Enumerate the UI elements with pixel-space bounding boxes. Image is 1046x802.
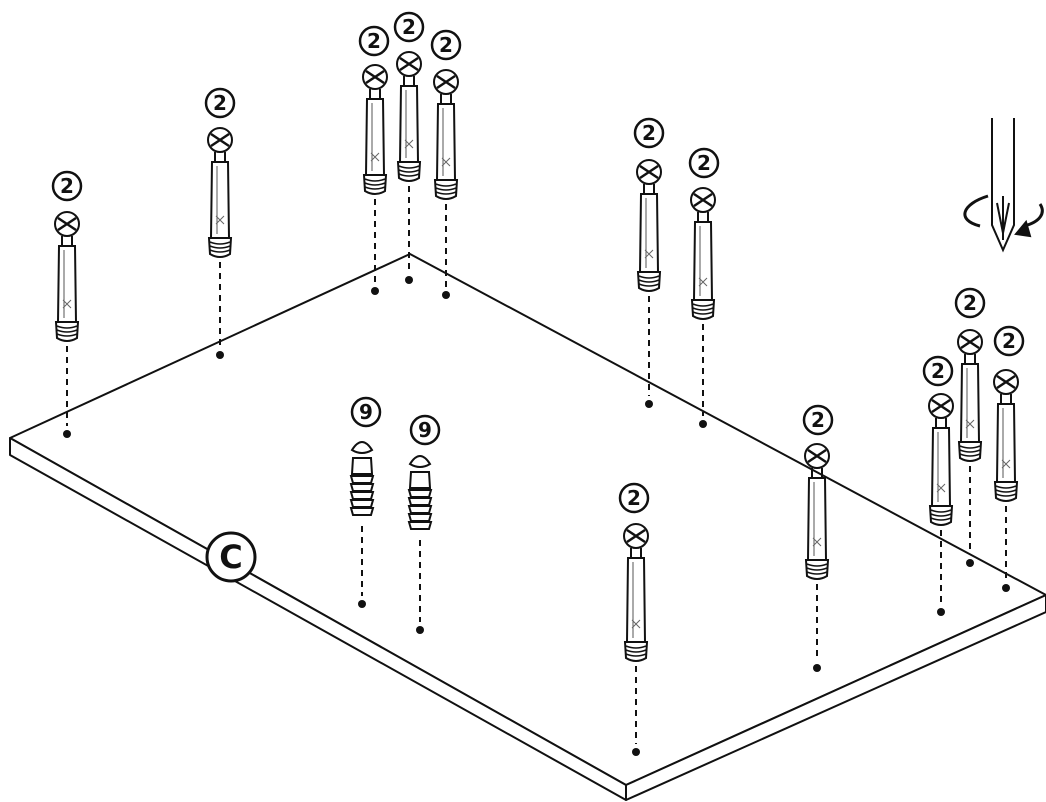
drill-hole xyxy=(699,420,707,428)
part-number-badge xyxy=(954,287,986,319)
part-number-text: 2 xyxy=(811,408,825,432)
part-number-badge xyxy=(51,170,83,202)
part-number-text: 2 xyxy=(642,121,656,145)
part-number-badge xyxy=(350,396,382,428)
drill-hole xyxy=(371,287,379,295)
drill-hole xyxy=(63,430,71,438)
cam-bolt xyxy=(957,329,983,567)
drill-hole xyxy=(416,626,424,634)
cam-bolt xyxy=(207,127,233,359)
part-number-badge xyxy=(358,25,390,57)
part-number-text: 9 xyxy=(359,400,373,424)
cam-bolt xyxy=(928,393,954,616)
panel-top-face xyxy=(9,253,1046,786)
part-number-text: 2 xyxy=(439,33,453,57)
drill-hole xyxy=(216,351,224,359)
part-number-text: 2 xyxy=(931,359,945,383)
dowel xyxy=(349,441,375,608)
part-number-text: 2 xyxy=(60,174,74,198)
part-number-text: 2 xyxy=(963,291,977,315)
panel-c xyxy=(9,253,1046,801)
drill-hole xyxy=(1002,584,1010,592)
cam-bolt xyxy=(362,64,388,295)
part-number-text: 9 xyxy=(418,418,432,442)
part-number-badge xyxy=(993,325,1025,357)
cam-bolt xyxy=(636,159,662,408)
cam-bolt xyxy=(804,443,830,672)
panel-side-edge xyxy=(625,594,1046,801)
cam-bolt xyxy=(396,51,422,284)
drill-hole xyxy=(966,559,974,567)
part-number-text: 2 xyxy=(367,29,381,53)
part-number-badge xyxy=(430,29,462,61)
panel-label-text: C xyxy=(219,538,242,576)
part-number-badge xyxy=(922,355,954,387)
part-number-badge xyxy=(802,404,834,436)
cam-bolt xyxy=(690,187,716,428)
part-number-badge xyxy=(393,11,425,43)
cam-bolt xyxy=(433,69,459,299)
cam-bolt xyxy=(623,523,649,756)
cam-bolt xyxy=(54,211,80,438)
panel-label: C xyxy=(205,531,257,583)
part-number-badge xyxy=(633,117,665,149)
drill-hole xyxy=(632,748,640,756)
drill-hole xyxy=(358,600,366,608)
part-number-text: 2 xyxy=(697,151,711,175)
drill-hole xyxy=(937,608,945,616)
cam-bolt xyxy=(993,369,1019,592)
dowels: 99 xyxy=(349,396,441,634)
part-number-text: 2 xyxy=(402,15,416,39)
part-number-text: 2 xyxy=(627,486,641,510)
drill-hole xyxy=(442,291,450,299)
part-number-badge xyxy=(409,414,441,446)
part-number-text: 2 xyxy=(213,91,227,115)
drill-hole xyxy=(645,400,653,408)
part-number-badge xyxy=(618,482,650,514)
drill-hole xyxy=(405,276,413,284)
dowel xyxy=(407,455,433,634)
part-number-badge xyxy=(688,147,720,179)
drill-hole xyxy=(813,664,821,672)
part-number-text: 2 xyxy=(1002,329,1016,353)
screwdriver-icon xyxy=(963,118,1044,253)
part-number-badge xyxy=(204,87,236,119)
